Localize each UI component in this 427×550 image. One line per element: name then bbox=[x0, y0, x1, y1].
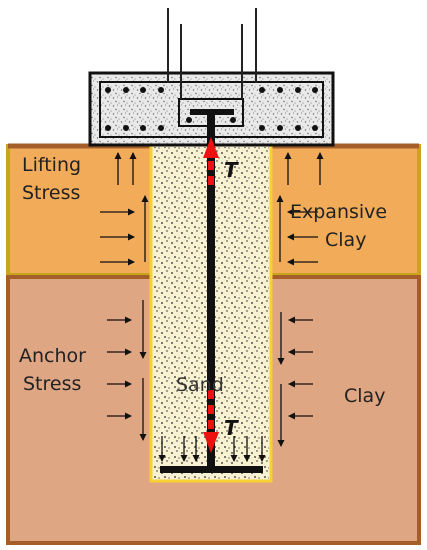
rebar-dot bbox=[295, 125, 301, 131]
rebar-dot bbox=[312, 125, 318, 131]
rebar-dot bbox=[158, 125, 164, 131]
rebar-dot bbox=[312, 87, 318, 93]
rebar-dot bbox=[186, 117, 192, 123]
rebar-dot bbox=[230, 117, 236, 123]
rebar-dot bbox=[295, 87, 301, 93]
tension-label-bottom: T bbox=[224, 416, 239, 440]
expansive-clay-label-line1: Expansive bbox=[290, 201, 387, 223]
bottom-anchor-plate bbox=[160, 466, 263, 473]
rebar-dot bbox=[105, 125, 111, 131]
lifting-stress-label-line1: Lifting bbox=[22, 154, 81, 176]
rebar-dot bbox=[158, 87, 164, 93]
rebar-dot bbox=[277, 125, 283, 131]
rebar-dot bbox=[123, 87, 129, 93]
tension-arrow-up bbox=[203, 137, 219, 185]
clay-label: Clay bbox=[344, 385, 385, 407]
rebar-dot bbox=[105, 87, 111, 93]
tension-label-top: T bbox=[224, 158, 239, 182]
rebar-dot bbox=[259, 87, 265, 93]
sand-label: Sand bbox=[176, 374, 224, 396]
expansive-clay-label-line2: Clay bbox=[325, 229, 366, 251]
stress-arrows bbox=[100, 152, 324, 462]
rebar-dots bbox=[105, 87, 318, 131]
rebar-dot bbox=[123, 125, 129, 131]
rebar-dot bbox=[140, 125, 146, 131]
rebar-dot bbox=[277, 87, 283, 93]
rebar-lines bbox=[167, 8, 257, 99]
lifting-stress-label-line2: Stress bbox=[22, 182, 80, 204]
anchor-stress-label-line2: Stress bbox=[23, 373, 81, 395]
tension-arrow-down bbox=[203, 390, 219, 453]
anchor-stress-label-line1: Anchor bbox=[19, 345, 86, 367]
rebar-dot bbox=[140, 87, 146, 93]
anchor-rod bbox=[207, 112, 215, 470]
rebar-dot bbox=[259, 125, 265, 131]
